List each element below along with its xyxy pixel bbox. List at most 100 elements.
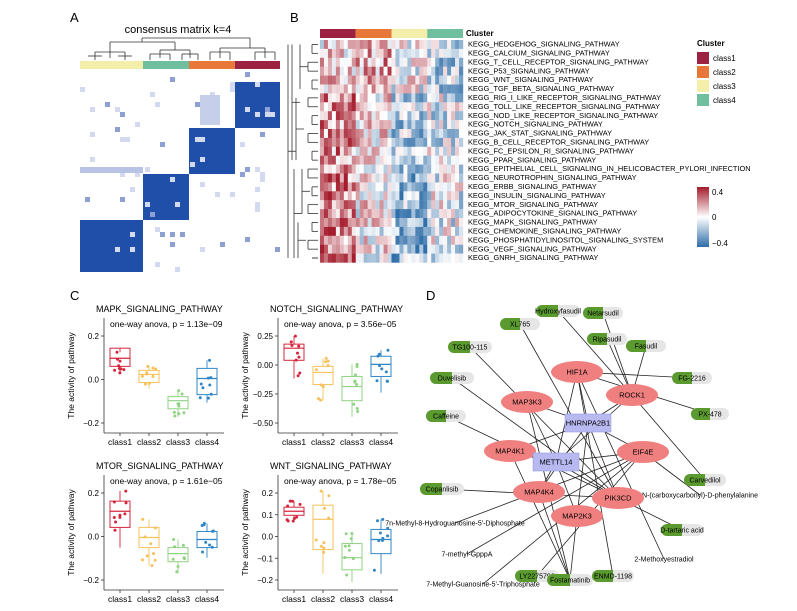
- heatmap-cell: [411, 218, 416, 228]
- heatmap-cell: [375, 235, 380, 245]
- drug-pill-half: [587, 333, 607, 345]
- heatmap-cell: [447, 75, 452, 85]
- heatmap-cell: [459, 120, 464, 130]
- heatmap-cell: [427, 40, 432, 50]
- heatmap-cell: [451, 191, 456, 201]
- pathway-labels: KEGG_HEDGEHOG_SIGNALING_PATHWAYKEGG_CALC…: [468, 40, 751, 263]
- heatmap-cell: [419, 226, 424, 236]
- data-point: [152, 552, 156, 556]
- heatmap-cell: [443, 200, 448, 210]
- data-point: [297, 344, 301, 348]
- heatmap-cell: [320, 75, 325, 85]
- heatmap-cell: [339, 137, 345, 147]
- heatmap-cell: [459, 146, 464, 156]
- heatmap-cell: [459, 111, 464, 121]
- heatmap-cell: [355, 146, 360, 156]
- boxplot-title: MAPK_SIGNALING_PATHWAY: [96, 304, 223, 314]
- heatmap-cell: [415, 182, 420, 192]
- heatmap-cell: [411, 226, 416, 236]
- heatmap-cell: [427, 155, 432, 165]
- heatmap-cell: [351, 244, 356, 254]
- data-point: [324, 360, 328, 364]
- heatmap-cell: [343, 146, 349, 156]
- drug-pill-half: [661, 524, 682, 536]
- heatmap-cell: [320, 111, 325, 121]
- heatmap-cell: [443, 226, 448, 236]
- heatmap-cell: [347, 226, 352, 236]
- heatmap-cell: [391, 120, 396, 130]
- heatmap-cell: [387, 75, 392, 85]
- heatmap-cell: [459, 102, 464, 112]
- heatmap-cell: [359, 75, 364, 85]
- consensus-cell: [90, 107, 95, 112]
- heatmap-cell: [403, 84, 408, 94]
- heatmap-cell: [419, 173, 424, 183]
- drug-pill-half: [448, 341, 470, 353]
- heatmap-cell: [451, 200, 456, 210]
- boxplot-xtick: class2: [311, 594, 335, 604]
- heatmap-cell: [387, 137, 392, 147]
- gene-ellipse: [606, 384, 658, 406]
- heatmap-cell: [395, 75, 400, 85]
- heatmap-cell: [359, 48, 364, 58]
- consensus-cell: [265, 107, 270, 112]
- heatmap-cell: [351, 75, 356, 85]
- heatmap-cell: [367, 40, 372, 50]
- heatmap-cell: [327, 244, 333, 254]
- data-point: [172, 538, 176, 542]
- heatmap-cell: [459, 182, 464, 192]
- gene-label: MAP2K3: [562, 512, 592, 521]
- boxplot-xtick: class4: [195, 594, 219, 604]
- heatmap-cell: [403, 155, 408, 165]
- heatmap-cell: [327, 226, 333, 236]
- panel-b-letter: B: [290, 10, 299, 25]
- heatmap-cell: [395, 182, 400, 192]
- heatmap-cell: [411, 40, 416, 50]
- heatmap-cell: [327, 93, 333, 103]
- heatmap-cell: [351, 137, 356, 147]
- heatmap-cell: [331, 66, 337, 76]
- heatmap-cell: [323, 129, 329, 139]
- gene-ellipse: [484, 440, 536, 462]
- heatmap-cell: [339, 244, 345, 254]
- pathway-label: KEGG_VEGF_SIGNALING_PATHWAY: [468, 244, 597, 253]
- heatmap-cell: [403, 111, 408, 121]
- heatmap-cell: [367, 253, 372, 263]
- heatmap-cell: [431, 209, 436, 219]
- heatmap-cell: [320, 66, 325, 76]
- drug-node: Copanlisib: [420, 483, 464, 495]
- data-point: [204, 540, 208, 544]
- heatmap-cell: [320, 235, 325, 245]
- boxplot-xtick: class1: [108, 594, 132, 604]
- data-point: [117, 367, 121, 371]
- drug-label: Hydroxyfasudil: [535, 309, 581, 316]
- heatmap-cell: [435, 253, 440, 263]
- gene-label: PIK3CD: [604, 494, 632, 503]
- consensus-cell: [195, 102, 200, 107]
- heatmap-cell: [403, 48, 408, 58]
- boxplot-xtick: class3: [166, 594, 190, 604]
- heatmap-cell: [383, 209, 388, 219]
- pathway-heatmap: [320, 40, 464, 263]
- data-point: [208, 358, 212, 362]
- consensus-cell: [210, 92, 215, 97]
- heatmap-cell: [363, 48, 368, 58]
- heatmap-cell: [347, 57, 352, 67]
- heatmap-cell: [455, 253, 460, 263]
- data-point: [326, 363, 330, 367]
- heatmap-cell: [367, 120, 372, 130]
- drug-node: Caffeine: [426, 410, 466, 422]
- heatmap-cell: [407, 244, 412, 254]
- heatmap-cell: [431, 146, 436, 156]
- heatmap-cell: [367, 200, 372, 210]
- gene-node: MAP2K3: [551, 505, 603, 527]
- pathway-label: KEGG_P53_SIGNALING_PATHWAY: [468, 66, 590, 75]
- boxplot-ytick: −0.25: [253, 390, 274, 399]
- heatmap-cell: [371, 129, 376, 139]
- heatmap-cell: [363, 111, 368, 121]
- data-point: [298, 371, 302, 375]
- heatmap-cell: [367, 235, 372, 245]
- heatmap-cell: [343, 253, 349, 263]
- heatmap-cell: [383, 226, 388, 236]
